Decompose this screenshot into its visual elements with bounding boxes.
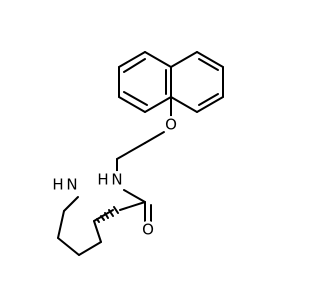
molecule-drawing: O N H N H O — [52, 51, 224, 256]
nitrogen-amide-atom: N H — [97, 171, 126, 189]
bond-ring-4 — [57, 237, 80, 256]
bond-ring-5 — [78, 241, 102, 256]
hydrogen-amide-label: H — [97, 171, 108, 189]
bond-ring-to-carbonyl — [119, 201, 146, 211]
stereo-hash-line — [104, 212, 109, 219]
oxygen-carbonyl-label: O — [142, 221, 154, 239]
structure-diagram: O N H N H O — [52, 51, 224, 256]
bond-ring-2 — [63, 196, 79, 212]
atom-labels: O N H N H O — [52, 116, 180, 239]
bonds — [57, 51, 224, 256]
stereo-hash-bond — [96, 206, 119, 223]
nitrogen-ring-label: N — [66, 176, 77, 194]
hydrogen-ring-label: H — [52, 176, 63, 194]
oxygen-ether-atom: O — [162, 116, 180, 134]
bond-naph-14 — [170, 96, 198, 113]
bond-naph-6 — [144, 51, 172, 68]
bond-naph-10 — [170, 51, 198, 68]
bond-ring-6 — [93, 220, 102, 243]
stereo-hash-line — [108, 209, 114, 217]
bond-ring-3 — [57, 210, 65, 239]
bond-o-ch2 — [144, 131, 165, 144]
bond-naph-11 — [196, 51, 224, 68]
oxygen-ether-label: O — [165, 116, 177, 134]
bond-naph-8 — [123, 58, 146, 73]
stereo-hash-line — [113, 206, 119, 214]
nitrogen-amide-label: N — [111, 171, 122, 189]
oxygen-carbonyl-atom: O — [139, 221, 157, 239]
stereo-hash-line — [96, 218, 100, 223]
bond-n-carbonyl — [123, 189, 146, 203]
bond-naph-5 — [118, 51, 146, 68]
bond-naph-7 — [123, 91, 148, 106]
stereo-hash-line — [100, 215, 105, 221]
nitrogen-ring-atom: N H — [52, 176, 81, 194]
bond-naph-15 — [198, 58, 219, 71]
bond-naph-13 — [196, 96, 224, 113]
bond-ch2-ch2 — [116, 142, 146, 160]
bond-naph-2 — [144, 96, 172, 113]
bond-naph-16 — [198, 93, 219, 106]
bond-naph-3 — [118, 96, 146, 113]
